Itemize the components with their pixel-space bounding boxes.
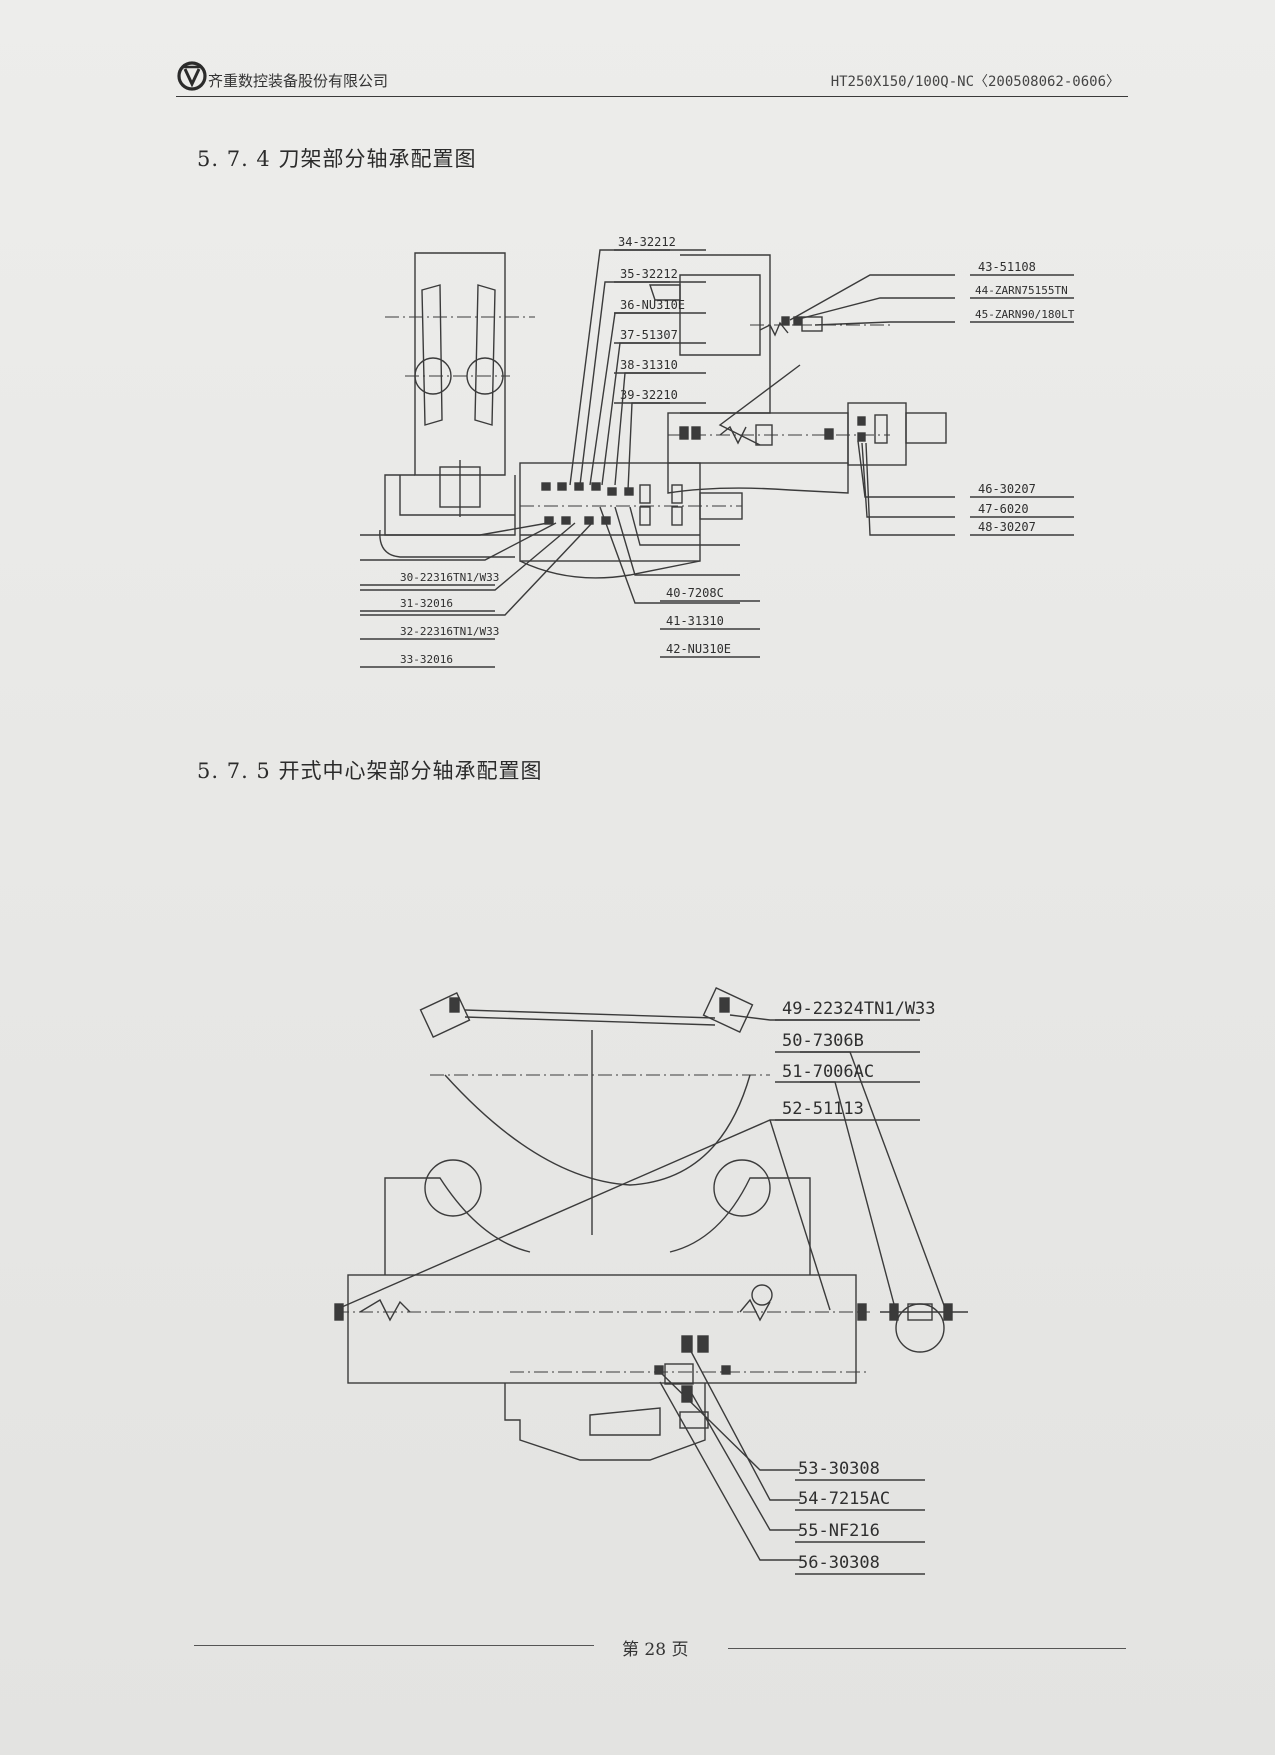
label-32: 32-22316TN1/W33 bbox=[400, 625, 499, 638]
bearing-labels-574: 34-32212 35-32212 36-NU310E 37-51307 38-… bbox=[400, 235, 1075, 666]
company-logo-icon bbox=[177, 61, 207, 91]
label-40: 40-7208C bbox=[666, 586, 724, 600]
label-42: 42-NU310E bbox=[666, 642, 731, 656]
label-underlines-575 bbox=[775, 1019, 925, 1575]
label-41: 41-31310 bbox=[666, 614, 724, 628]
left-gearbox bbox=[519, 462, 743, 579]
label-35: 35-32212 bbox=[620, 267, 678, 281]
label-44: 44-ZARN75155TN bbox=[975, 284, 1068, 297]
label-34: 34-32212 bbox=[618, 235, 676, 249]
label-48: 48-30207 bbox=[978, 520, 1036, 534]
label-underlines-574 bbox=[360, 249, 1074, 668]
label-33: 33-32016 bbox=[400, 653, 453, 666]
left-column-structure bbox=[379, 252, 535, 558]
footer-rule-left bbox=[194, 1645, 594, 1646]
label-55: 55-NF216 bbox=[798, 1521, 880, 1541]
company-name: 齐重数控装备股份有限公司 bbox=[208, 72, 389, 90]
right-gearbox bbox=[649, 254, 947, 494]
label-54: 54-7215AC bbox=[798, 1489, 890, 1509]
label-31: 31-32016 bbox=[400, 597, 453, 610]
label-43: 43-51108 bbox=[978, 260, 1036, 274]
steady-rest-bearing-diagram: 49-22324TN1/W33 50-7306B 51-7006AC 52-51… bbox=[334, 987, 968, 1575]
label-30: 30-22316TN1/W33 bbox=[400, 571, 499, 584]
label-39: 39-32210 bbox=[620, 388, 678, 402]
label-50: 50-7306B bbox=[782, 1031, 864, 1051]
label-47: 47-6020 bbox=[978, 502, 1029, 516]
tool-post-bearing-diagram: 34-32212 35-32212 36-NU310E 37-51307 38-… bbox=[360, 235, 1075, 668]
label-51: 51-7006AC bbox=[782, 1062, 874, 1082]
label-46: 46-30207 bbox=[978, 482, 1036, 496]
label-36: 36-NU310E bbox=[620, 298, 685, 312]
section-title-5-7-5: 5. 7. 5 开式中心架部分轴承配置图 bbox=[197, 759, 543, 783]
page-number: 第 28 页 bbox=[622, 1640, 689, 1660]
bearing-labels-575: 49-22324TN1/W33 50-7306B 51-7006AC 52-51… bbox=[782, 999, 936, 1573]
footer-rule-right bbox=[728, 1648, 1126, 1649]
label-53: 53-30308 bbox=[798, 1459, 880, 1479]
section-title-5-7-4: 5. 7. 4 刀架部分轴承配置图 bbox=[197, 147, 477, 171]
label-45: 45-ZARN90/180LT bbox=[975, 308, 1075, 321]
page-header: 齐重数控装备股份有限公司 HT250X150/100Q-NC〈200508062… bbox=[176, 56, 1128, 97]
label-37: 37-51307 bbox=[620, 328, 678, 342]
label-38: 38-31310 bbox=[620, 358, 678, 372]
label-56: 56-30308 bbox=[798, 1553, 880, 1573]
label-49: 49-22324TN1/W33 bbox=[782, 999, 936, 1019]
label-52: 52-51113 bbox=[782, 1099, 864, 1119]
document-number: HT250X150/100Q-NC〈200508062-0606〉 bbox=[830, 74, 1120, 90]
